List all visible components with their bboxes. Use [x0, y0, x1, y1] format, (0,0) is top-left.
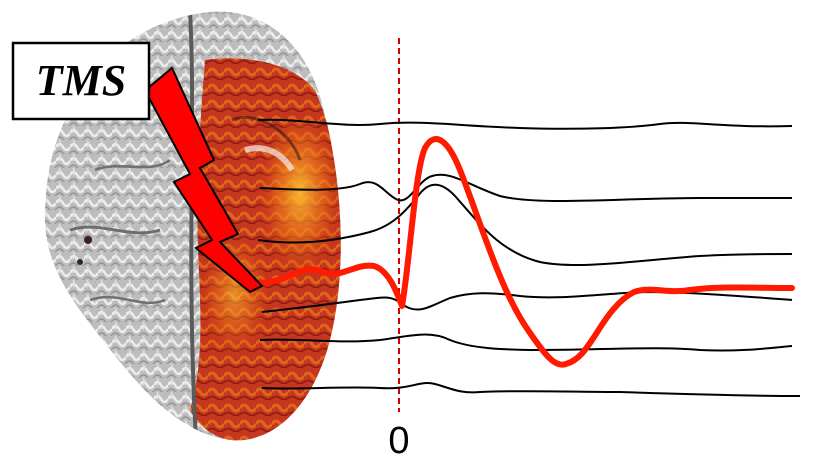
- eeg-trace-1: [257, 118, 793, 130]
- eeg-trace-2: [259, 173, 792, 203]
- evoked-response-trace: [255, 136, 795, 368]
- tms-label: TMS: [36, 56, 126, 105]
- eeg-trace-3: [257, 183, 793, 266]
- eeg-trace-4: [261, 290, 793, 313]
- eeg-trace-5: [259, 333, 793, 352]
- eeg-trace-6: [261, 382, 801, 397]
- tms-label-box: TMS: [11, 41, 151, 121]
- lightning-bolt-icon: [147, 66, 264, 294]
- time-zero-label: 0: [388, 420, 409, 462]
